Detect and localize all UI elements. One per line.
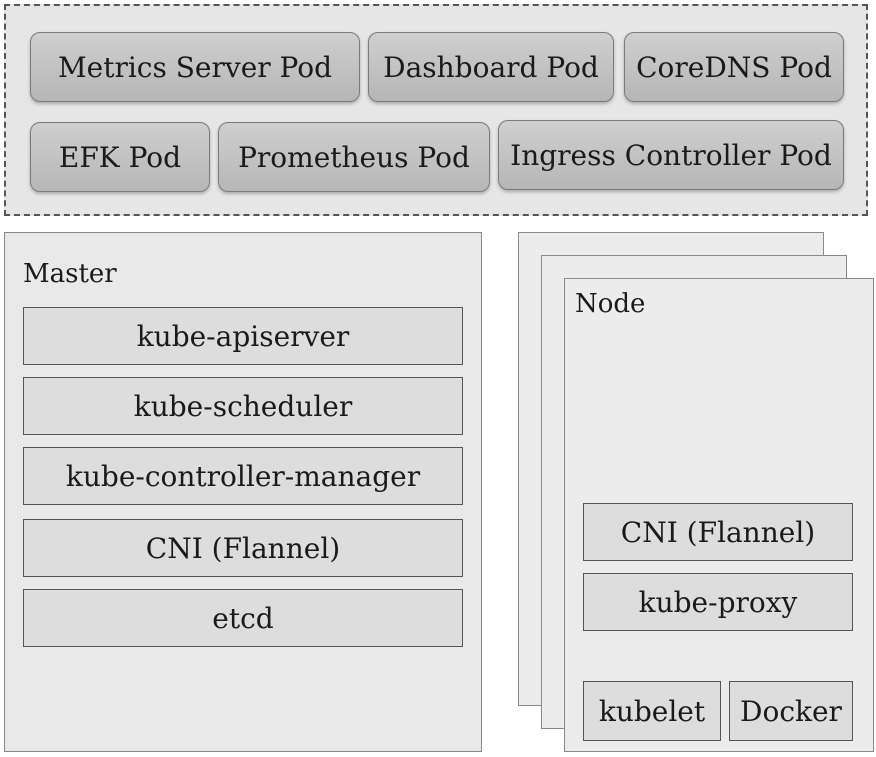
component-label: etcd xyxy=(212,601,274,635)
pod-dashboard: Dashboard Pod xyxy=(368,32,614,102)
component-label: kubelet xyxy=(598,694,706,728)
pod-label: Dashboard Pod xyxy=(383,50,599,84)
master-component-scheduler: kube-scheduler xyxy=(23,377,463,435)
component-label: kube-controller-manager xyxy=(65,459,421,493)
node-panel: Node CNI (Flannel) kube-proxy kubelet Do… xyxy=(564,278,874,752)
master-component-cni: CNI (Flannel) xyxy=(23,519,463,577)
pod-ingress-controller: Ingress Controller Pod xyxy=(498,120,844,190)
pod-label: Ingress Controller Pod xyxy=(510,138,832,172)
master-component-controller-manager: kube-controller-manager xyxy=(23,447,463,505)
pod-efk: EFK Pod xyxy=(30,122,210,192)
master-panel: Master kube-apiserver kube-scheduler kub… xyxy=(4,232,482,752)
component-label: CNI (Flannel) xyxy=(620,515,816,549)
addons-container: Metrics Server Pod Dashboard Pod CoreDNS… xyxy=(4,4,868,216)
pod-label: Prometheus Pod xyxy=(238,140,470,174)
pod-prometheus: Prometheus Pod xyxy=(218,122,490,192)
master-component-etcd: etcd xyxy=(23,589,463,647)
master-title: Master xyxy=(23,259,117,289)
component-label: Docker xyxy=(740,694,842,728)
master-component-apiserver: kube-apiserver xyxy=(23,307,463,365)
node-title: Node xyxy=(575,289,646,319)
component-label: CNI (Flannel) xyxy=(145,531,341,565)
component-label: kube-scheduler xyxy=(133,389,353,423)
component-label: kube-apiserver xyxy=(136,319,350,353)
node-component-kubelet: kubelet xyxy=(583,681,721,741)
component-label: kube-proxy xyxy=(638,585,798,619)
node-component-kube-proxy: kube-proxy xyxy=(583,573,853,631)
pod-coredns: CoreDNS Pod xyxy=(624,32,844,102)
pod-label: CoreDNS Pod xyxy=(636,50,832,84)
pod-label: EFK Pod xyxy=(58,140,182,174)
pod-label: Metrics Server Pod xyxy=(57,50,333,84)
node-component-cni: CNI (Flannel) xyxy=(583,503,853,561)
node-component-docker: Docker xyxy=(729,681,853,741)
pod-metrics-server: Metrics Server Pod xyxy=(30,32,360,102)
